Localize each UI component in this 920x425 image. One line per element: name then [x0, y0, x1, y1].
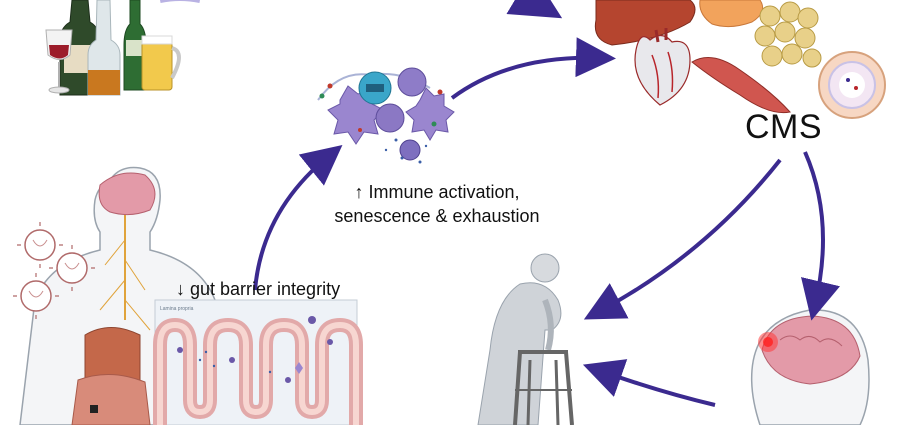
immune-cells-icon: [317, 67, 455, 164]
elderly-person-icon: [477, 253, 562, 425]
arrow-gut-to-immune: [253, 144, 343, 291]
arrow-cms-to-brain: [801, 151, 840, 321]
cms-label: CMS: [745, 108, 823, 146]
arrows: [253, 0, 840, 407]
arrow-cms-to-frailty: [583, 158, 782, 320]
organs-icon: [594, 0, 886, 119]
gut-barrier-label: ↓ gut barrier integrity: [176, 279, 341, 299]
inset-caption: Lamina propria: [160, 306, 194, 312]
arrow-brain-to-frailty: [582, 359, 716, 407]
alcohol-bottles-icon: [45, 0, 200, 96]
immune-activation-label: ↑ Immune activation, senescence & exhaus…: [322, 180, 552, 228]
head-brain-icon: [750, 309, 870, 425]
immune-activation-line2: senescence & exhaustion: [334, 206, 540, 226]
walker-icon: [513, 350, 574, 425]
gut-inset-image: Lamina propria: [153, 299, 363, 425]
arrow-alcohol-to-organs: [506, 0, 563, 19]
arrow-immune-to-organs: [450, 37, 616, 100]
virus-icons: [13, 222, 95, 319]
immune-activation-line1: ↑ Immune activation,: [354, 182, 520, 202]
